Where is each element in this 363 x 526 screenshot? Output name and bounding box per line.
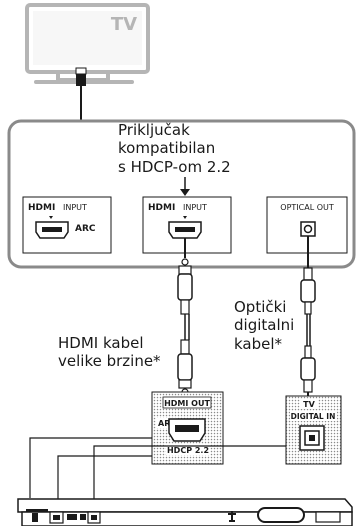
hdcp-pointer: [180, 177, 190, 196]
arc-text: ARC: [158, 419, 176, 428]
arc-text: ARC: [75, 224, 96, 234]
soundbar-digital-in-port: TV DIGITAL IN: [285, 395, 342, 465]
hdcp-text: HDCP 2.2: [167, 446, 209, 455]
digital-in-tv-text: TV: [303, 400, 315, 409]
soundbar-grip-icon: [257, 507, 305, 523]
arc-arrow-icon: [49, 216, 53, 219]
hdmi-logo: HDMI: [148, 203, 175, 213]
soundbar-port-icon: [80, 514, 86, 520]
power-connector-icon: [228, 511, 236, 522]
soundbar: [17, 498, 353, 526]
tv-hdmi-arc-port: HDMI INPUT ARC: [22, 196, 112, 254]
optical-cable: [300, 236, 316, 414]
hdcp-compatible-label: Priključak kompatibilan s HDCP-om 2.2: [118, 121, 231, 176]
tv-hdmi-input-port: HDMI INPUT: [142, 196, 232, 254]
soundbar-port-icon: [32, 513, 38, 522]
optical-out-label: OPTICAL OUT: [280, 203, 334, 212]
hdmi-logo: HDMI: [28, 203, 55, 213]
hdmi-input-text: INPUT: [183, 203, 207, 212]
digital-in-label: DIGITAL IN: [291, 412, 336, 421]
soundbar-port-icon: [67, 514, 77, 520]
hdmi-input-text: INPUT: [63, 203, 87, 212]
optical-cable-label: Optički digitalni kabel*: [234, 298, 295, 353]
detail-leader-lines: [29, 437, 286, 510]
hdmi-cable-label: HDMI kabel velike brzine*: [58, 334, 161, 371]
tv-illustration: TV: [25, 3, 150, 86]
soundbar-hdmi-out-port: HDMI OUT ARC HDCP 2.2: [151, 391, 224, 465]
hdmi-out-header: HDMI OUT: [164, 399, 210, 408]
input-arrow-icon: [183, 216, 187, 219]
tv-label: TV: [111, 14, 137, 35]
